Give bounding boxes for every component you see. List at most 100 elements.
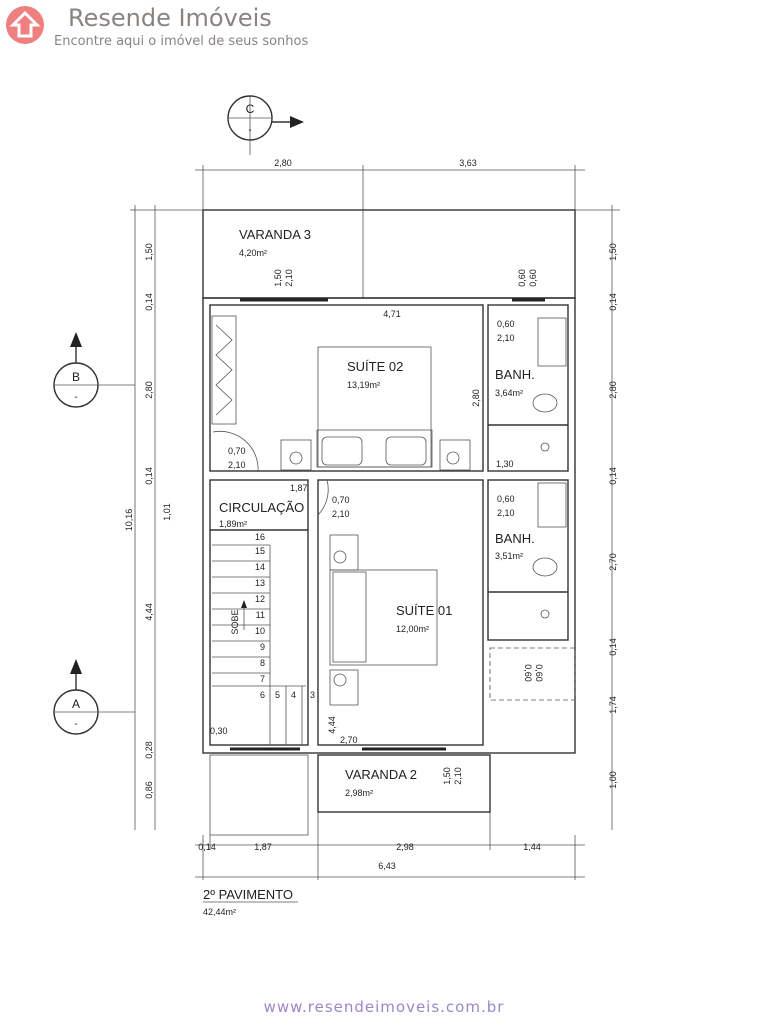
sink-icon bbox=[537, 317, 567, 367]
svg-text:4,71: 4,71 bbox=[383, 309, 401, 319]
svg-text:5: 5 bbox=[275, 690, 280, 700]
walls bbox=[202, 209, 576, 836]
svg-text:1,44: 1,44 bbox=[523, 842, 541, 852]
svg-text:2º PAVIMENTO: 2º PAVIMENTO bbox=[203, 887, 293, 902]
svg-text:2,10: 2,10 bbox=[497, 333, 515, 343]
svg-text:8: 8 bbox=[260, 658, 265, 668]
svg-text:2,98: 2,98 bbox=[396, 842, 414, 852]
svg-text:10: 10 bbox=[255, 626, 265, 636]
svg-text:2,80: 2,80 bbox=[274, 158, 292, 168]
svg-text:0,14: 0,14 bbox=[198, 842, 216, 852]
svg-text:0,70: 0,70 bbox=[332, 495, 350, 505]
svg-text:0,60: 0,60 bbox=[497, 319, 515, 329]
svg-text:-: - bbox=[74, 392, 77, 403]
svg-text:1,74: 1,74 bbox=[608, 696, 618, 714]
svg-text:BANH.: BANH. bbox=[495, 531, 535, 546]
svg-text:0,14: 0,14 bbox=[608, 638, 618, 656]
section-marker-b: B - bbox=[53, 332, 135, 408]
svg-text:3,51m²: 3,51m² bbox=[495, 551, 523, 561]
svg-text:0,30: 0,30 bbox=[210, 726, 228, 736]
svg-text:A: A bbox=[72, 697, 80, 711]
svg-text:4: 4 bbox=[291, 690, 296, 700]
svg-text:0,60: 0,60 bbox=[534, 664, 544, 682]
svg-text:1,30: 1,30 bbox=[496, 459, 514, 469]
svg-text:1,50: 1,50 bbox=[442, 767, 452, 785]
svg-text:2,80: 2,80 bbox=[608, 381, 618, 399]
furniture bbox=[211, 315, 567, 706]
brand-name[interactable]: Resende Imóveis bbox=[68, 4, 272, 32]
svg-text:SOBE: SOBE bbox=[230, 609, 240, 634]
svg-text:0,60: 0,60 bbox=[523, 664, 533, 682]
toilet-icon bbox=[532, 393, 558, 413]
section-marker-c: C - bbox=[227, 95, 304, 155]
svg-text:12: 12 bbox=[255, 594, 265, 604]
svg-text:6,43: 6,43 bbox=[378, 861, 396, 871]
svg-text:3,64m²: 3,64m² bbox=[495, 388, 523, 398]
svg-text:6: 6 bbox=[260, 690, 265, 700]
floor-title: 2º PAVIMENTO 42,44m² bbox=[203, 887, 298, 917]
svg-text:0,60: 0,60 bbox=[517, 269, 527, 287]
site-header: Resende Imóveis Encontre aqui o imóvel d… bbox=[0, 0, 330, 52]
svg-text:4,44: 4,44 bbox=[327, 716, 337, 734]
svg-text:0,70: 0,70 bbox=[228, 446, 246, 456]
svg-text:0,28: 0,28 bbox=[144, 741, 154, 759]
staircase: 16 15 14 13 12 11 10 9 8 7 6 5 4 3 SOBE bbox=[212, 532, 315, 745]
svg-text:13: 13 bbox=[255, 578, 265, 588]
svg-text:0,14: 0,14 bbox=[144, 293, 154, 311]
room-labels: VARANDA 3 4,20m² SUÍTE 02 13,19m² BANH. … bbox=[219, 227, 535, 798]
svg-text:3: 3 bbox=[310, 690, 315, 700]
svg-text:2,10: 2,10 bbox=[284, 269, 294, 287]
svg-text:1,50: 1,50 bbox=[608, 243, 618, 261]
svg-text:2,98m²: 2,98m² bbox=[345, 788, 373, 798]
svg-text:-: - bbox=[74, 719, 77, 730]
svg-text:2,10: 2,10 bbox=[228, 460, 246, 470]
shower-icon bbox=[540, 442, 550, 452]
house-logo-icon bbox=[6, 6, 44, 44]
footer-url[interactable]: www.resendeimoveis.com.br bbox=[263, 998, 505, 1016]
svg-text:2,70: 2,70 bbox=[608, 553, 618, 571]
svg-text:13,19m²: 13,19m² bbox=[347, 380, 380, 390]
svg-text:VARANDA 2: VARANDA 2 bbox=[345, 767, 417, 782]
svg-text:1,87: 1,87 bbox=[254, 842, 272, 852]
svg-text:2,70: 2,70 bbox=[340, 735, 358, 745]
svg-text:0,14: 0,14 bbox=[608, 293, 618, 311]
svg-text:1,01: 1,01 bbox=[162, 503, 172, 521]
dimension-labels: 2,80 3,63 0,14 1,87 2,98 1,44 6,43 1,50 … bbox=[124, 158, 618, 871]
svg-text:12,00m²: 12,00m² bbox=[396, 624, 429, 634]
svg-text:2,10: 2,10 bbox=[497, 508, 515, 518]
svg-text:-: - bbox=[248, 125, 251, 136]
svg-text:1,50: 1,50 bbox=[273, 269, 283, 287]
section-marker-a: A - bbox=[53, 659, 135, 735]
svg-text:SUÍTE 01: SUÍTE 01 bbox=[396, 603, 452, 618]
svg-text:0,86: 0,86 bbox=[144, 781, 154, 799]
svg-text:15: 15 bbox=[255, 546, 265, 556]
svg-text:0,60: 0,60 bbox=[497, 494, 515, 504]
svg-text:3,63: 3,63 bbox=[459, 158, 477, 168]
svg-text:BANH.: BANH. bbox=[495, 367, 535, 382]
svg-text:CIRCULAÇÃO: CIRCULAÇÃO bbox=[219, 500, 304, 515]
svg-text:0,14: 0,14 bbox=[608, 467, 618, 485]
svg-text:0,60: 0,60 bbox=[528, 269, 538, 287]
svg-text:4,20m²: 4,20m² bbox=[239, 248, 267, 258]
svg-text:2,80: 2,80 bbox=[144, 381, 154, 399]
svg-text:2,80: 2,80 bbox=[471, 389, 481, 407]
svg-text:9: 9 bbox=[260, 642, 265, 652]
svg-text:7: 7 bbox=[260, 674, 265, 684]
svg-text:10,16: 10,16 bbox=[124, 509, 134, 532]
svg-text:2,10: 2,10 bbox=[453, 767, 463, 785]
svg-text:1,50: 1,50 bbox=[144, 243, 154, 261]
brand-tagline: Encontre aqui o imóvel de seus sonhos bbox=[54, 34, 309, 49]
svg-text:14: 14 bbox=[255, 562, 265, 572]
svg-text:11: 11 bbox=[256, 610, 265, 620]
svg-text:4,44: 4,44 bbox=[144, 603, 154, 621]
svg-text:42,44m²: 42,44m² bbox=[203, 907, 236, 917]
svg-text:SUÍTE 02: SUÍTE 02 bbox=[347, 359, 403, 374]
svg-text:1,00: 1,00 bbox=[608, 771, 618, 789]
svg-text:VARANDA 3: VARANDA 3 bbox=[239, 227, 311, 242]
opening-labels: 4,71 2,80 1,30 1,87 4,44 2,70 0,30 1,50 … bbox=[210, 269, 544, 785]
svg-text:2,10: 2,10 bbox=[332, 509, 350, 519]
svg-text:1,87: 1,87 bbox=[290, 483, 308, 493]
svg-text:B: B bbox=[72, 370, 80, 384]
svg-text:C: C bbox=[246, 102, 255, 116]
